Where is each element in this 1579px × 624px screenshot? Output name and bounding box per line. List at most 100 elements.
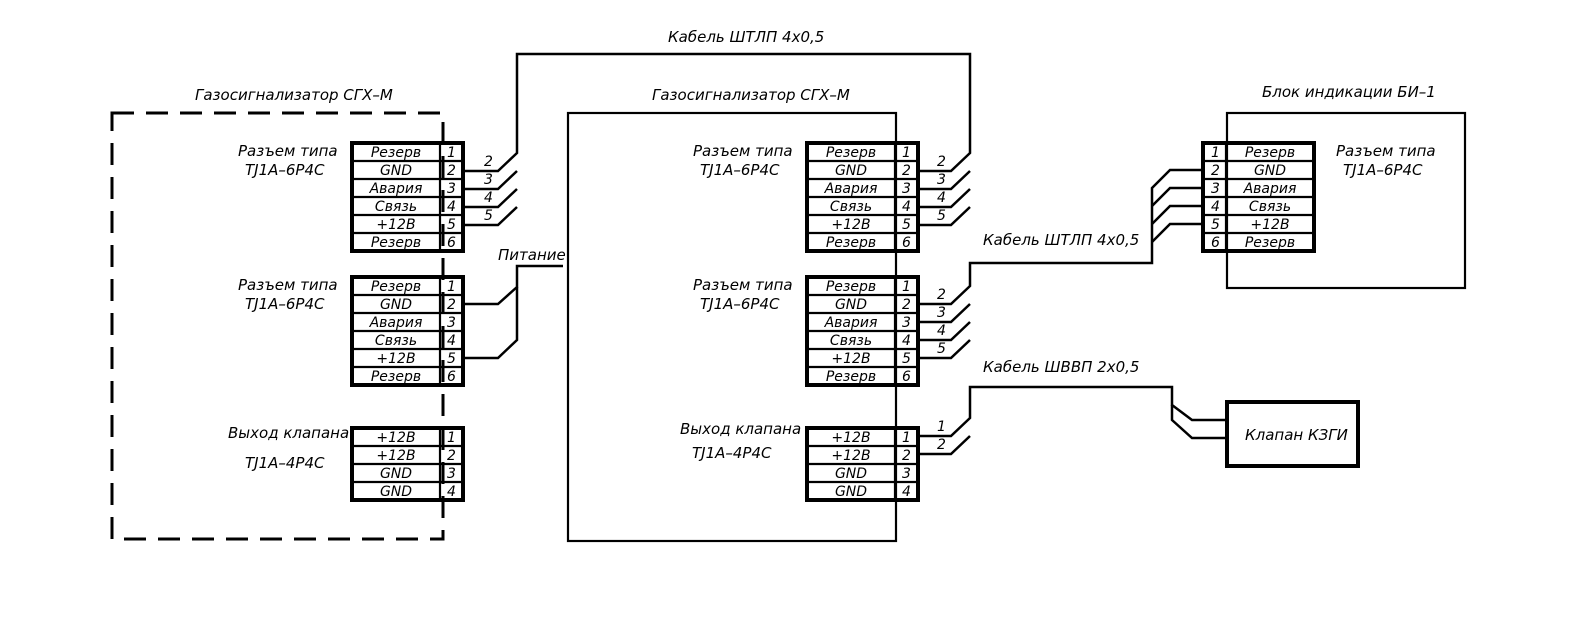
center-connector-2-pin-name: Связь bbox=[830, 333, 872, 349]
left-connector-1-pin-name: Резерв bbox=[371, 235, 421, 251]
left-connector-1-pin-name: Связь bbox=[375, 199, 417, 215]
center-connector-2-pin-number: 4 bbox=[902, 333, 911, 349]
svg-text:Выход клапана: Выход клапана bbox=[228, 424, 349, 442]
left-connector-1-label: Разъем типа TJ1A–6P4C bbox=[238, 142, 338, 179]
center-connector-2-pin-name: Авария bbox=[824, 315, 878, 331]
indicator-title: Блок индикации БИ–1 bbox=[1262, 83, 1436, 101]
left-connector-2-pin-number: 4 bbox=[447, 333, 456, 349]
center-connector-2-pin-number: 5 bbox=[902, 351, 911, 367]
valve-cable-wires bbox=[919, 385, 1227, 456]
indicator-connector-pin-number: 3 bbox=[1211, 181, 1220, 197]
center-connector-1-pin-name: Резерв bbox=[826, 145, 876, 161]
left-valve-output-pin-name: GND bbox=[380, 466, 412, 482]
left-connector-2-pin-name: Резерв bbox=[371, 369, 421, 385]
wire-number: 2 bbox=[937, 437, 946, 453]
center-connector-1-pin-name: GND bbox=[835, 163, 867, 179]
center-connector-1-pin-name: Связь bbox=[830, 199, 872, 215]
left-connector-2-pin-number: 2 bbox=[447, 297, 456, 313]
power-wires bbox=[463, 264, 563, 360]
center-connector-2-pin-name: Резерв bbox=[826, 369, 876, 385]
center-valve-output-label: Выход клапана TJ1A–4P4C bbox=[680, 420, 801, 462]
svg-text:TJ1A–6P4C: TJ1A–6P4C bbox=[700, 295, 780, 313]
mid-cable-label: Кабель ШТЛП 4х0,5 bbox=[983, 231, 1139, 249]
left-connector-1-pin-number: 4 bbox=[447, 199, 456, 215]
indicator-connector-pin-name: Резерв bbox=[1245, 235, 1295, 251]
indicator-connector-pin-number: 2 bbox=[1211, 163, 1220, 179]
center-connector-2-pin-number: 2 bbox=[902, 297, 911, 313]
left-valve-output-pin-number: 1 bbox=[447, 430, 456, 446]
center-connector-2-pin-number: 1 bbox=[902, 279, 911, 295]
svg-text:Разъем типа: Разъем типа bbox=[238, 276, 338, 294]
center-valve-output-pin-number: 4 bbox=[902, 484, 911, 500]
indicator-connector-pin-name: +12В bbox=[1250, 217, 1289, 233]
center-connector-1-label: Разъем типа TJ1A–6P4C bbox=[693, 142, 793, 179]
indicator-cable-wires bbox=[919, 168, 1203, 360]
left-connector-2-pin-name: Связь bbox=[375, 333, 417, 349]
svg-text:TJ1A–4P4C: TJ1A–4P4C bbox=[692, 444, 772, 462]
left-connector-2-pin-name: +12В bbox=[376, 351, 415, 367]
wire-number: 3 bbox=[937, 172, 946, 188]
indicator-connector-pin-name: Резерв bbox=[1245, 145, 1295, 161]
left-connector-1-pin-name: Резерв bbox=[371, 145, 421, 161]
left-connector-1-pin-number: 2 bbox=[447, 163, 456, 179]
wire-number: 4 bbox=[937, 190, 946, 206]
center-valve-output-pin-name: GND bbox=[835, 466, 867, 482]
center-valve-output-pin-number: 2 bbox=[902, 448, 911, 464]
center-connector-1-pin-number: 5 bbox=[902, 217, 911, 233]
left-connector-2-pin-name: Резерв bbox=[371, 279, 421, 295]
center-valve-output-pin-number: 1 bbox=[902, 430, 911, 446]
svg-text:Разъем типа: Разъем типа bbox=[1336, 142, 1436, 160]
center-connector-1-pin-name: Резерв bbox=[826, 235, 876, 251]
center-valve-output-pin-name: +12В bbox=[831, 448, 870, 464]
left-connector-2-pin-number: 1 bbox=[447, 279, 456, 295]
center-connector-2-pin-name: Резерв bbox=[826, 279, 876, 295]
valve-cable-label: Кабель ШВВП 2х0,5 bbox=[983, 358, 1139, 376]
svg-text:Разъем типа: Разъем типа bbox=[693, 142, 793, 160]
center-connector-1-pin-name: Авария bbox=[824, 181, 878, 197]
indicator-connector-pin-number: 6 bbox=[1211, 235, 1220, 251]
left-connector-2-pin-number: 5 bbox=[447, 351, 456, 367]
wire-number: 4 bbox=[937, 323, 946, 339]
indicator-connector-pin-number: 4 bbox=[1211, 199, 1220, 215]
left-connector-2-label: Разъем типа TJ1A–6P4C bbox=[238, 276, 338, 313]
left-connector-1-pin-number: 3 bbox=[447, 181, 456, 197]
center-valve-output-pin-name: +12В bbox=[831, 430, 870, 446]
left-valve-output-label: Выход клапана TJ1A–4P4C bbox=[228, 424, 349, 472]
wire-number: 1 bbox=[937, 419, 946, 435]
left-valve-output-pin-name: +12В bbox=[376, 448, 415, 464]
svg-text:TJ1A–6P4C: TJ1A–6P4C bbox=[245, 161, 325, 179]
center-connector-1-pin-number: 4 bbox=[902, 199, 911, 215]
svg-text:TJ1A–6P4C: TJ1A–6P4C bbox=[700, 161, 780, 179]
power-label: Питание bbox=[498, 246, 566, 264]
wire-number: 5 bbox=[484, 208, 493, 224]
left-gas-detector-enclosure bbox=[110, 111, 445, 541]
svg-text:TJ1A–4P4C: TJ1A–4P4C bbox=[245, 454, 325, 472]
center-connector-2-pin-number: 3 bbox=[902, 315, 911, 331]
indicator-connector-pin-name: Связь bbox=[1249, 199, 1291, 215]
center-connector-2-pin-name: GND bbox=[835, 297, 867, 313]
left-valve-output-pin-name: GND bbox=[380, 484, 412, 500]
left-connector-1-pin-name: GND bbox=[380, 163, 412, 179]
wire-number: 2 bbox=[484, 154, 493, 170]
svg-text:Выход клапана: Выход клапана bbox=[680, 420, 801, 438]
left-connector-2-pin-name: GND bbox=[380, 297, 412, 313]
center-connector-1-pin-number: 3 bbox=[902, 181, 911, 197]
valve-label: Клапан КЗГИ bbox=[1245, 426, 1348, 444]
svg-text:TJ1A–6P4C: TJ1A–6P4C bbox=[1343, 161, 1423, 179]
left-connector-2-pin-number: 6 bbox=[447, 369, 456, 385]
left-connector-1-pin-name: +12В bbox=[376, 217, 415, 233]
center-connector-2-pin-name: +12В bbox=[831, 351, 870, 367]
valve-kzgi-box bbox=[1225, 400, 1360, 468]
svg-text:Разъем типа: Разъем типа bbox=[238, 142, 338, 160]
indicator-connector-pin-number: 1 bbox=[1211, 145, 1220, 161]
wire-number: 3 bbox=[484, 172, 493, 188]
